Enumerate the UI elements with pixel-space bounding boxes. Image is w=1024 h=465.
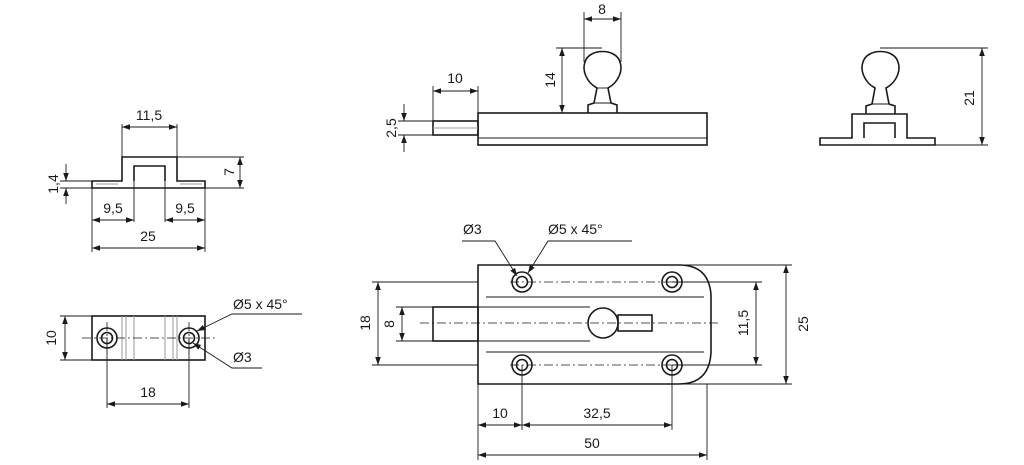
- dim-flange-right: 9,5: [175, 200, 195, 216]
- plate-hole-countersink: [511, 271, 533, 293]
- dim-keeper-length: 25: [140, 228, 156, 244]
- dim-plate-length: 50: [584, 435, 600, 451]
- dim-knob-width: 8: [598, 1, 606, 17]
- bolt-extension-rod: [432, 306, 479, 342]
- keeper-profile-outline: [91, 156, 206, 189]
- dim-knob-height: 14: [542, 72, 558, 88]
- dim-keeper-hole: Ø3: [233, 349, 252, 365]
- dim-top-width: 11,5: [136, 107, 162, 123]
- bolt-end-view: 21: [819, 47, 988, 146]
- end-view-base: [819, 113, 936, 146]
- keeper-profile-inner: [133, 165, 166, 181]
- dim-height: 7: [221, 168, 237, 176]
- bolt-plate-outline: [477, 112, 708, 146]
- dim-plate-width: 25: [795, 316, 811, 332]
- dim-flange-left: 9,5: [103, 200, 123, 216]
- bolt-knob: [583, 50, 622, 113]
- dim-bolt-width-outer: 18: [357, 315, 373, 331]
- leader-plate-hole: [462, 240, 518, 277]
- keeper-top-view: 10 18 Ø5 x 45° Ø3: [43, 296, 302, 408]
- end-view-inner: [863, 122, 896, 138]
- plate-hole: [515, 275, 529, 289]
- dim-hole-horizontal: 32,5: [583, 405, 610, 421]
- dim-thickness: 1,4: [45, 174, 61, 194]
- keeper-profile-view: 11,5 9,5 9,5 25 7 1,4: [45, 107, 244, 252]
- dim-hole-vertical: 11,5: [735, 310, 751, 336]
- leader-chamfer: [196, 313, 302, 332]
- dim-keeper-height: 10: [43, 330, 59, 346]
- bolt-side-view: 8 14 10 2,5: [383, 1, 708, 152]
- dim-bolt-offset: 10: [492, 405, 508, 421]
- dim-bolt-extension: 10: [447, 70, 463, 86]
- end-view-knob: [861, 50, 900, 114]
- leader-plate-chamfer: [527, 240, 632, 274]
- bolt-top-view: Ø3 Ø5 x 45° 18 8 11,5 25 10 32,5 50: [357, 221, 811, 460]
- leader-hole: [192, 342, 262, 369]
- knob-stem-slot: [617, 314, 653, 332]
- dim-bolt-thickness: 2,5: [383, 118, 399, 138]
- dim-bolt-width-inner: 8: [381, 320, 397, 328]
- plate-outline: [477, 264, 712, 385]
- dim-plate-chamfer: Ø5 x 45°: [548, 221, 603, 237]
- dim-hole-spacing: 18: [140, 384, 156, 400]
- dim-total-height: 21: [961, 90, 977, 106]
- dim-plate-hole: Ø3: [463, 221, 482, 237]
- dim-keeper-chamfer: Ø5 x 45°: [233, 296, 288, 312]
